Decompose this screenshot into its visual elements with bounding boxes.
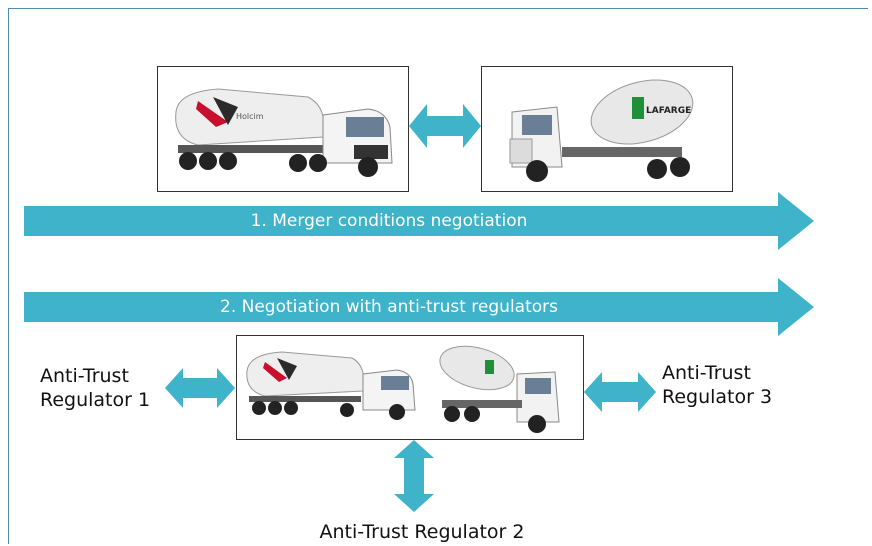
regulator-1-text: Anti-Trust Regulator 1 <box>40 365 151 411</box>
combined-trucks-image <box>236 335 584 440</box>
step1-label: 1. Merger conditions negotiation <box>250 211 528 231</box>
regulator-3-label: Anti-Trust Regulator 3 <box>662 361 792 409</box>
regulator-3-text: Anti-Trust Regulator 3 <box>662 362 773 408</box>
double-arrow-regulator-2 <box>394 440 434 512</box>
holcim-truck-image: Holcim <box>157 66 409 192</box>
regulator-1-label: Anti-Trust Regulator 1 <box>40 364 165 412</box>
step2-label: 2. Negotiation with anti-trust regulator… <box>220 297 558 317</box>
holcim-logo-text: Holcim <box>236 112 264 121</box>
step2-arrow: 2. Negotiation with anti-trust regulator… <box>24 278 814 336</box>
regulator-2-label: Anti-Trust Regulator 2 <box>319 521 525 543</box>
step1-arrow: 1. Merger conditions negotiation <box>24 192 814 250</box>
lafarge-truck-image: LAFARGE <box>481 66 733 192</box>
double-arrow-merger <box>409 104 481 148</box>
slide-frame <box>8 8 868 544</box>
double-arrow-regulator-1 <box>165 368 235 408</box>
double-arrow-regulator-3 <box>584 372 656 412</box>
lafarge-logo-text: LAFARGE <box>646 106 691 116</box>
